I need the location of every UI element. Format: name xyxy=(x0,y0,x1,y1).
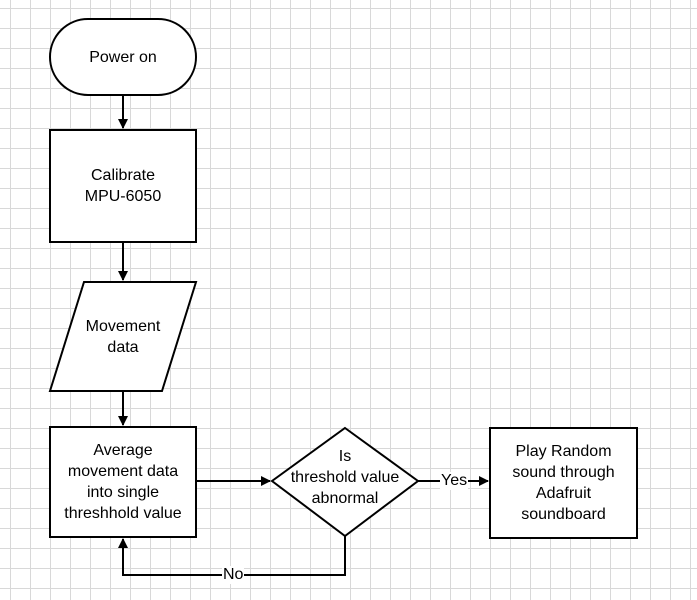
no-edge-label: No xyxy=(222,566,245,584)
movement-line-2: data xyxy=(107,338,139,356)
decision-line-2: threshold value xyxy=(290,468,400,486)
play-node-label: Play Random sound through Adafruit sound… xyxy=(490,428,637,538)
play-sound-process-shape xyxy=(489,427,638,539)
movement-data-shape xyxy=(48,281,198,392)
movement-line-1: Movement xyxy=(85,317,161,335)
play-line-4: soundboard xyxy=(521,506,606,523)
yes-edge-label: Yes xyxy=(440,472,469,490)
play-line-2: sound through xyxy=(512,464,615,481)
average-line-2: movement data xyxy=(67,463,179,480)
decision-node-label: Is threshold value abnormal xyxy=(272,442,418,512)
calibrate-process-shape xyxy=(49,129,197,243)
average-line-4: threshhold value xyxy=(64,505,182,522)
play-line-3: Adafruit xyxy=(535,485,592,502)
decision-line-1: Is xyxy=(338,447,352,465)
average-line-3: into single xyxy=(86,484,160,501)
start-node-text: Power on xyxy=(89,48,157,66)
play-line-1: Play Random xyxy=(515,443,612,460)
average-node-label: Average movement data into single thresh… xyxy=(50,427,196,537)
calibrate-node-label: Calibrate MPU-6050 xyxy=(50,130,196,242)
calibrate-line-1: Calibrate xyxy=(90,167,156,184)
start-node-label: Power on xyxy=(50,19,196,95)
decision-line-3: abnormal xyxy=(311,489,379,507)
movement-node-label: Movement data xyxy=(58,282,188,391)
calibrate-line-2: MPU-6050 xyxy=(84,188,162,205)
average-line-1: Average xyxy=(93,442,153,459)
